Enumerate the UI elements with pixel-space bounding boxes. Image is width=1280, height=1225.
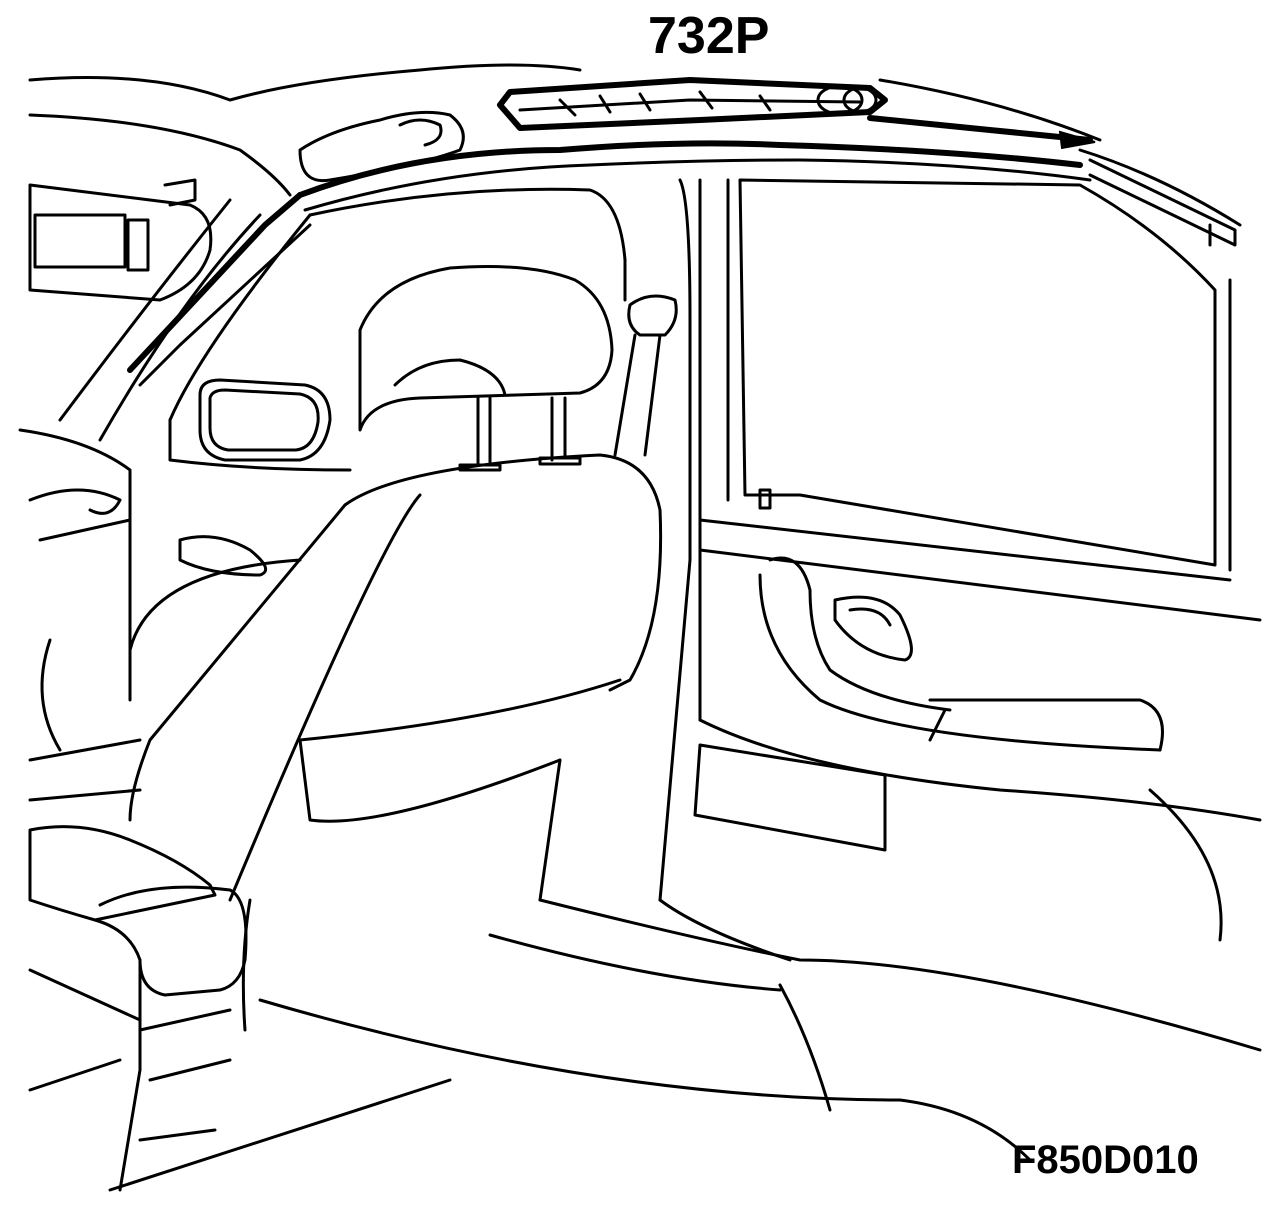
side-mirror xyxy=(198,378,332,462)
rear-seat xyxy=(108,898,1262,1192)
grab-handle xyxy=(298,110,465,183)
headliner xyxy=(28,63,1242,227)
headrest xyxy=(358,265,614,472)
b-pillar xyxy=(658,178,792,962)
a-pillar xyxy=(58,192,312,442)
seat-belt xyxy=(613,294,678,457)
callout-label: 732P xyxy=(648,7,770,65)
rear-window xyxy=(726,178,1232,572)
side-curtain-airbag xyxy=(497,77,1096,150)
front-door xyxy=(18,187,627,762)
front-seat xyxy=(128,453,663,1032)
rear-door xyxy=(693,518,1262,942)
sun-visor xyxy=(28,178,213,302)
figure-id: F850D010 xyxy=(1012,1138,1199,1182)
center-console xyxy=(28,788,248,1192)
